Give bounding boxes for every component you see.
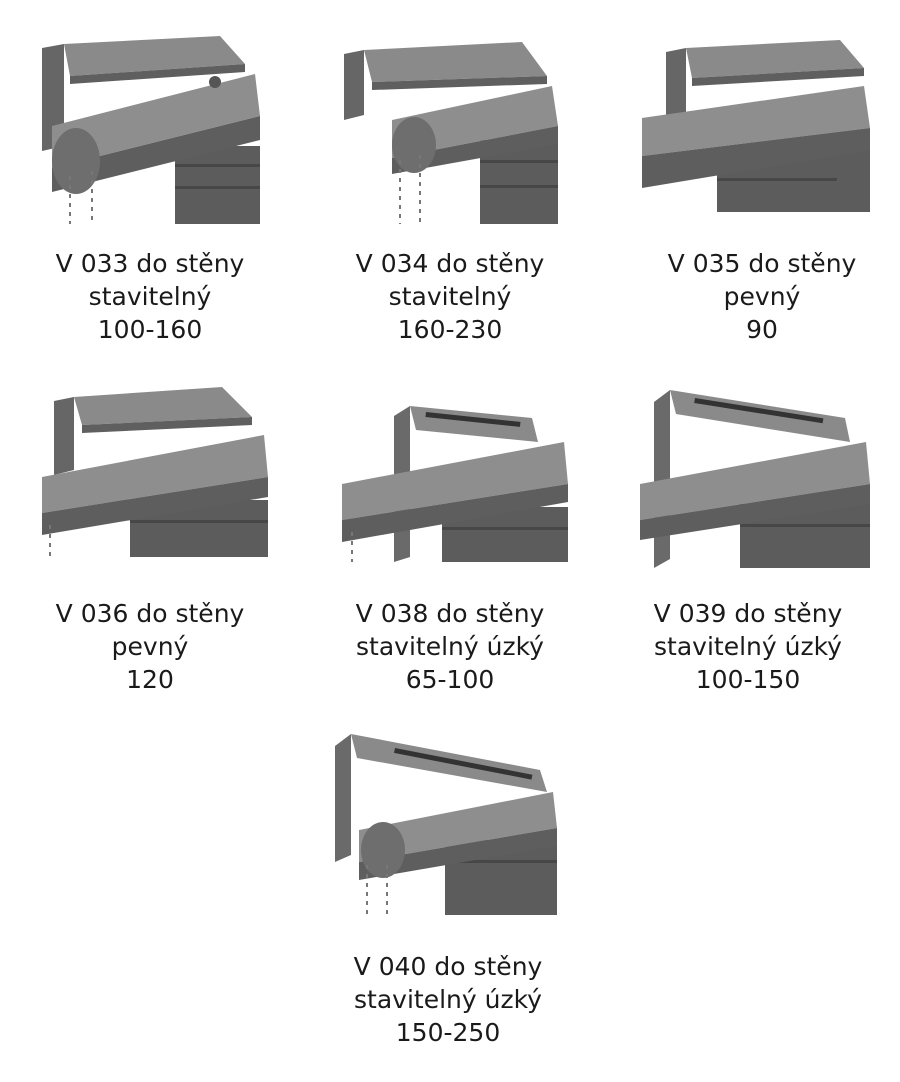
bracket-adjustable-icon bbox=[42, 36, 260, 224]
caption-v033: V 033 do stěny stavitelný 100-160 bbox=[0, 247, 300, 346]
product-image-v035 bbox=[642, 38, 870, 212]
product-range: 100-150 bbox=[695, 665, 801, 694]
product-code: V 034 do stěny bbox=[355, 249, 545, 278]
product-code: V 039 do stěny bbox=[653, 599, 843, 628]
product-range: 120 bbox=[126, 665, 174, 694]
product-type: pevný bbox=[111, 632, 189, 661]
caption-v035: V 035 do stěny pevný 90 bbox=[612, 247, 900, 346]
bracket-fixed-icon bbox=[42, 387, 268, 557]
product-code: V 038 do stěny bbox=[355, 599, 545, 628]
product-image-v034 bbox=[342, 40, 558, 224]
bracket-adjustable-icon bbox=[344, 42, 558, 224]
product-range: 160-230 bbox=[397, 315, 503, 344]
product-type: stavitelný bbox=[388, 282, 512, 311]
product-code: V 040 do stěny bbox=[353, 952, 543, 981]
bracket-fixed-icon bbox=[642, 40, 870, 212]
product-code: V 033 do stěny bbox=[55, 249, 245, 278]
bracket-narrow-icon bbox=[342, 406, 568, 562]
product-image-v036 bbox=[42, 385, 268, 557]
product-range: 100-160 bbox=[97, 315, 203, 344]
product-type: stavitelný bbox=[88, 282, 212, 311]
product-type: pevný bbox=[723, 282, 801, 311]
product-range: 90 bbox=[746, 315, 778, 344]
bracket-narrow-icon bbox=[335, 734, 557, 915]
caption-v039: V 039 do stěny stavitelný úzký 100-150 bbox=[598, 597, 898, 696]
product-range: 65-100 bbox=[405, 665, 495, 694]
product-image-v040 bbox=[335, 730, 557, 915]
caption-v036: V 036 do stěny pevný 120 bbox=[0, 597, 300, 696]
product-type: stavitelný úzký bbox=[654, 632, 842, 661]
product-code: V 035 do stěny bbox=[667, 249, 857, 278]
product-code: V 036 do stěny bbox=[55, 599, 245, 628]
product-type: stavitelný úzký bbox=[356, 632, 544, 661]
product-type: stavitelný úzký bbox=[354, 985, 542, 1014]
caption-v040: V 040 do stěny stavitelný úzký 150-250 bbox=[298, 950, 598, 1049]
caption-v034: V 034 do stěny stavitelný 160-230 bbox=[300, 247, 600, 346]
caption-v038: V 038 do stěny stavitelný úzký 65-100 bbox=[300, 597, 600, 696]
bracket-narrow-icon bbox=[640, 390, 870, 568]
product-range: 150-250 bbox=[395, 1018, 501, 1047]
product-image-v033 bbox=[40, 36, 260, 224]
product-image-v039 bbox=[640, 384, 870, 568]
product-image-v038 bbox=[342, 402, 568, 562]
